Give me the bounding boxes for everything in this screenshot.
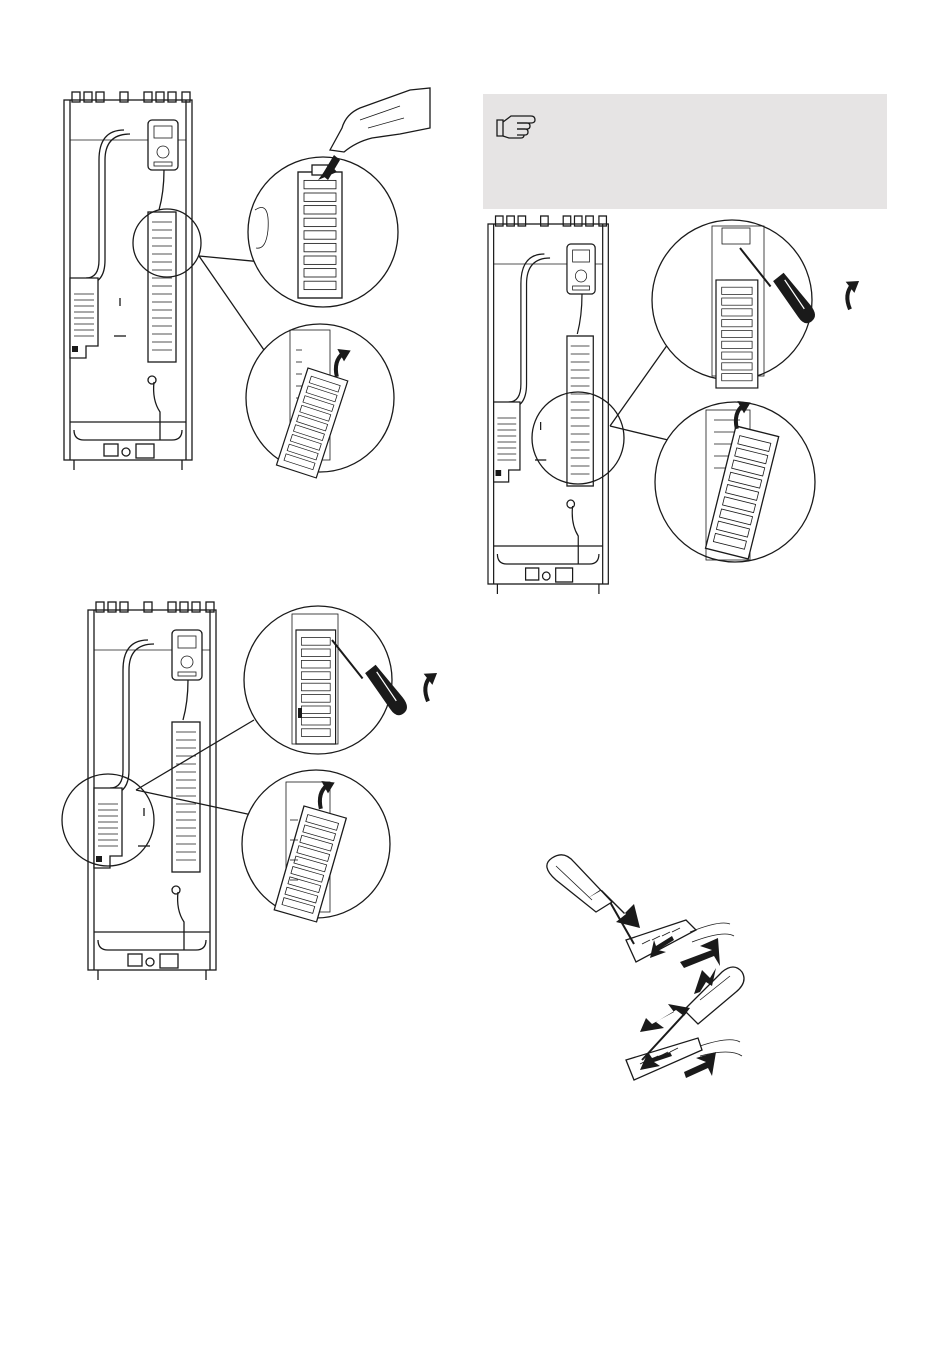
terminal-lower bbox=[626, 967, 744, 1080]
figure-terminal-release bbox=[547, 855, 744, 1080]
figure-remove-lower-cover bbox=[62, 602, 447, 980]
figure-remove-middle-cover bbox=[488, 216, 869, 594]
pointing-hand-icon bbox=[318, 88, 430, 180]
pointing-hand-icon bbox=[497, 116, 535, 138]
terminal-upper bbox=[547, 855, 734, 968]
figure-remove-top-cover bbox=[64, 88, 430, 478]
